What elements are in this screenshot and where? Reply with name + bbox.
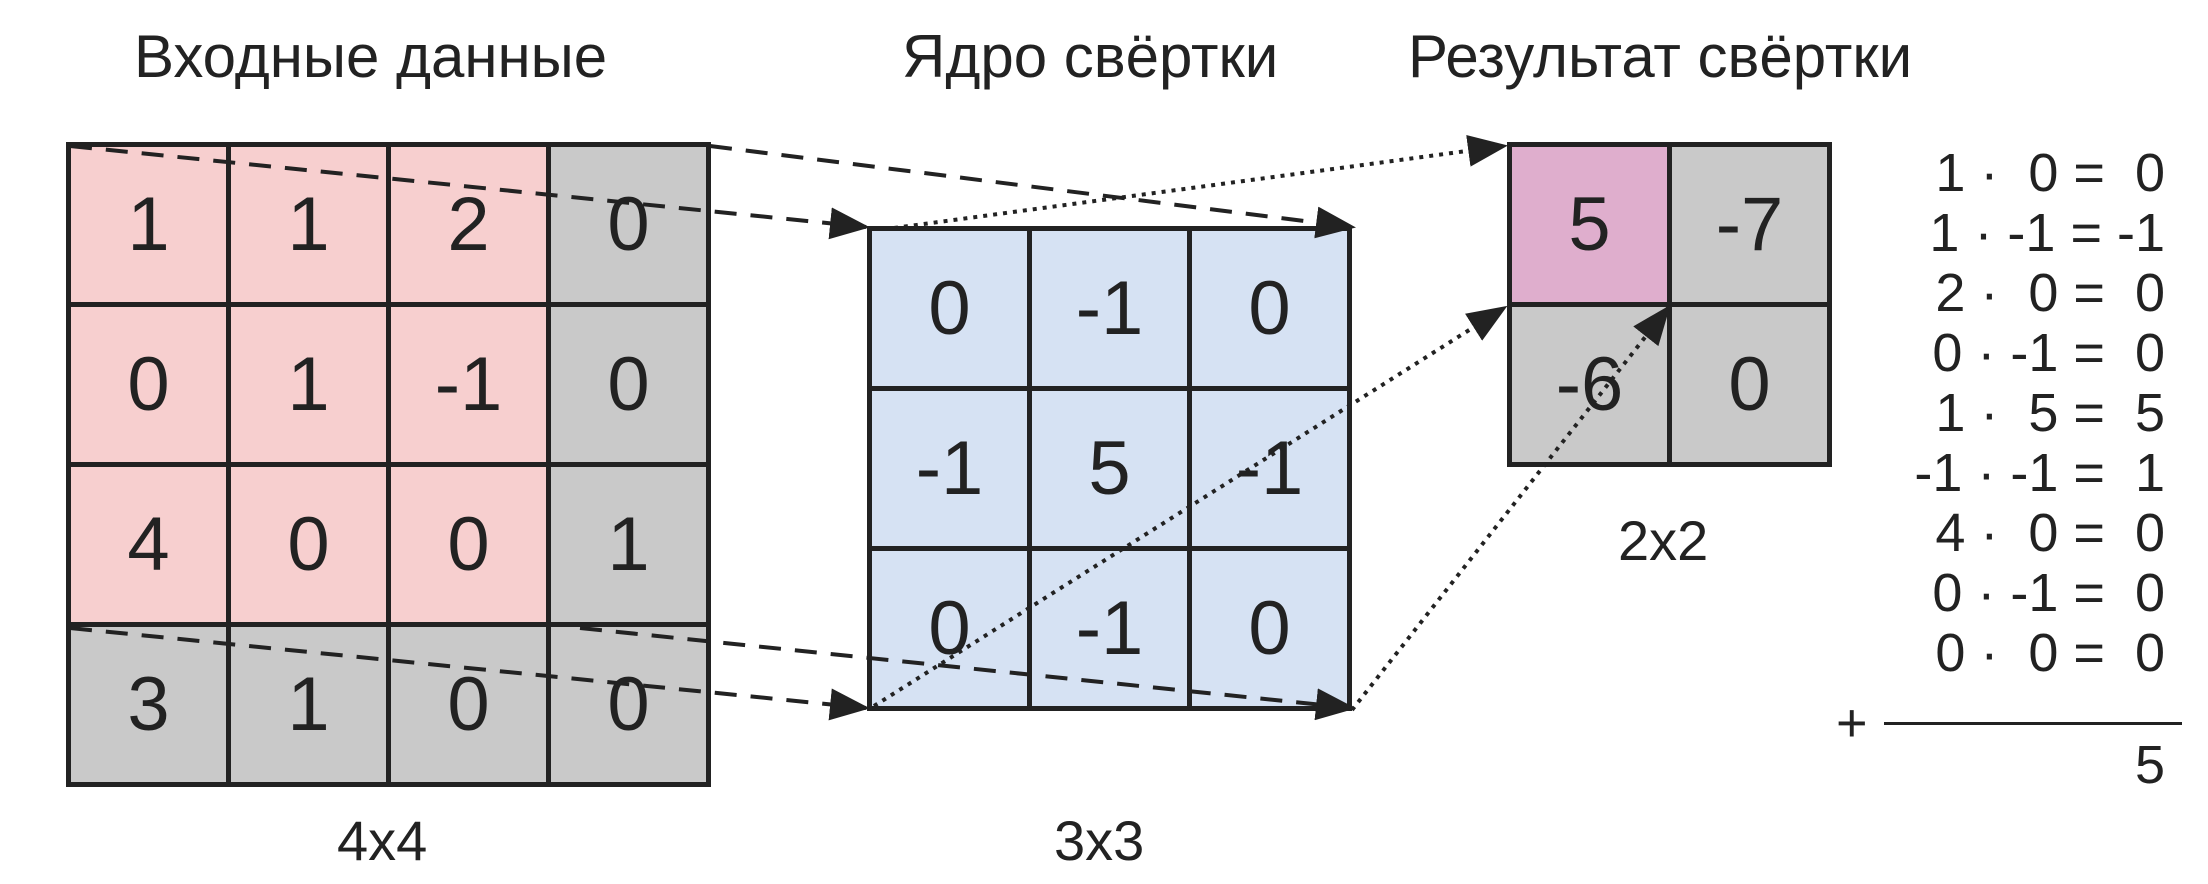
sum-result: 5 <box>2134 735 2165 795</box>
calc-line: 2 · 0 = 0 <box>1935 263 2165 323</box>
result-cell: 0 <box>1672 307 1827 462</box>
kernel-cell: -1 <box>1032 551 1187 706</box>
input-cell: 3 <box>71 627 226 782</box>
input-cell: 0 <box>391 627 546 782</box>
result-cell: 5 <box>1512 147 1667 302</box>
input-cell: -1 <box>391 307 546 462</box>
result-cell: -6 <box>1512 307 1667 462</box>
input-cell: 0 <box>551 147 706 302</box>
input-cell: 2 <box>391 147 546 302</box>
sum-rule <box>1884 722 2182 725</box>
input-title: Входные данные <box>134 23 608 90</box>
plus-sign: + <box>1836 693 1868 753</box>
kernel-cell: 0 <box>1192 231 1347 386</box>
dotted-arrow-top-left <box>893 134 1508 230</box>
input-cell: 0 <box>551 307 706 462</box>
kernel-cell: -1 <box>1192 391 1347 546</box>
calc-line: 4 · 0 = 0 <box>1935 503 2165 563</box>
kernel-cell: 0 <box>1192 551 1347 706</box>
input-cell: 1 <box>231 627 386 782</box>
calc-line: 1 · -1 = -1 <box>1929 203 2165 263</box>
calc-line: 0 · -1 = 0 <box>1932 323 2165 383</box>
calc-line: -1 · -1 = 1 <box>1914 443 2165 503</box>
result-title: Результат свёртки <box>1408 23 1913 90</box>
kernel-cell: 0 <box>872 231 1027 386</box>
kernel-cell: 5 <box>1032 391 1187 546</box>
calc-line: 1 · 0 = 0 <box>1935 143 2165 203</box>
input-cell: 1 <box>71 147 226 302</box>
kernel-cell: 0 <box>872 551 1027 706</box>
input-cell: 0 <box>231 467 386 622</box>
input-cell: 1 <box>231 147 386 302</box>
result-dims: 2x2 <box>1618 509 1709 572</box>
input-cell: 1 <box>231 307 386 462</box>
input-cell: 0 <box>551 627 706 782</box>
calc-line: 1 · 5 = 5 <box>1935 383 2165 443</box>
dashed-arrow-top-right <box>709 144 1356 239</box>
input-cell: 0 <box>391 467 546 622</box>
calc-line: 0 · 0 = 0 <box>1935 623 2165 683</box>
kernel-cell: -1 <box>1032 231 1187 386</box>
result-cell: -7 <box>1672 147 1827 302</box>
kernel-cell: -1 <box>872 391 1027 546</box>
input-cell: 4 <box>71 467 226 622</box>
kernel-dims: 3x3 <box>1054 809 1145 872</box>
input-cell: 0 <box>71 307 226 462</box>
input-dims: 4x4 <box>337 809 428 872</box>
input-cell: 1 <box>551 467 706 622</box>
calc-line: 0 · -1 = 0 <box>1932 563 2165 623</box>
kernel-title: Ядро свёртки <box>902 23 1279 90</box>
